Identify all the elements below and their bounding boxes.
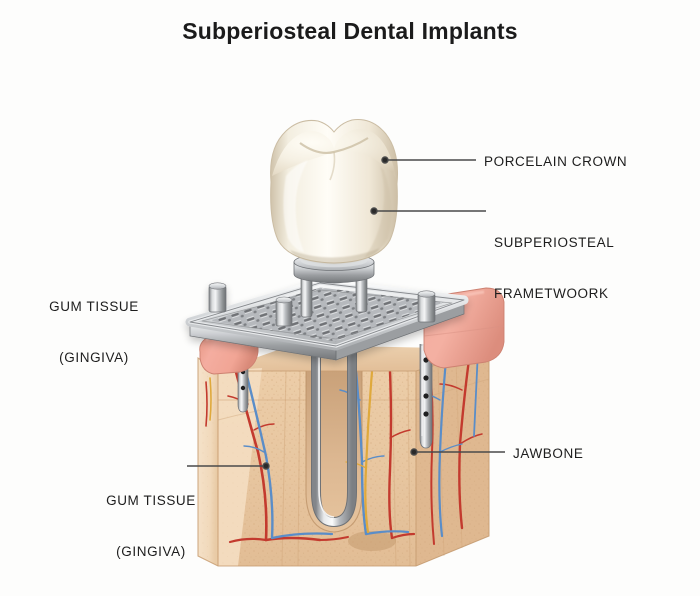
implant-struts: [237, 344, 433, 528]
label-gum-tissue-bottom-line2: (GINGIVA): [116, 544, 186, 559]
retention-pin-right: [419, 344, 433, 449]
label-gum-tissue-top: GUM TISSUE (GINGIVA): [24, 264, 164, 400]
subperiosteal-framework: [185, 278, 469, 361]
veins: [243, 371, 410, 540]
label-gum-tissue-top-line2: (GINGIVA): [59, 350, 129, 365]
retention-pin-left: [237, 360, 249, 413]
label-gum-tissue-top-line1: GUM TISSUE: [49, 299, 139, 314]
porcelain-crown: [270, 119, 398, 264]
label-gum-tissue-bottom-line1: GUM TISSUE: [106, 493, 196, 508]
label-porcelain-crown: PORCELAIN CROWN: [484, 154, 628, 169]
framework-post-left: [208, 282, 227, 313]
page-title: Subperiosteal Dental Implants: [182, 18, 518, 44]
framework-posts: [208, 282, 436, 327]
label-jawbone: JAWBONE: [513, 446, 584, 461]
framework-post-mid: [275, 296, 293, 327]
pin-perforations: [423, 357, 429, 417]
label-subperiosteal-framework: SUBPERIOSTEAL FRAMETWOORK: [494, 200, 614, 336]
label-subperiosteal-framework-line1: SUBPERIOSTEAL: [494, 235, 615, 250]
framework-post-right: [417, 290, 436, 323]
central-implant-strut: [311, 347, 357, 528]
label-subperiosteal-framework-line2: FRAMETWOORK: [494, 286, 609, 301]
label-gum-tissue-bottom: GUM TISSUE (GINGIVA): [76, 458, 226, 594]
